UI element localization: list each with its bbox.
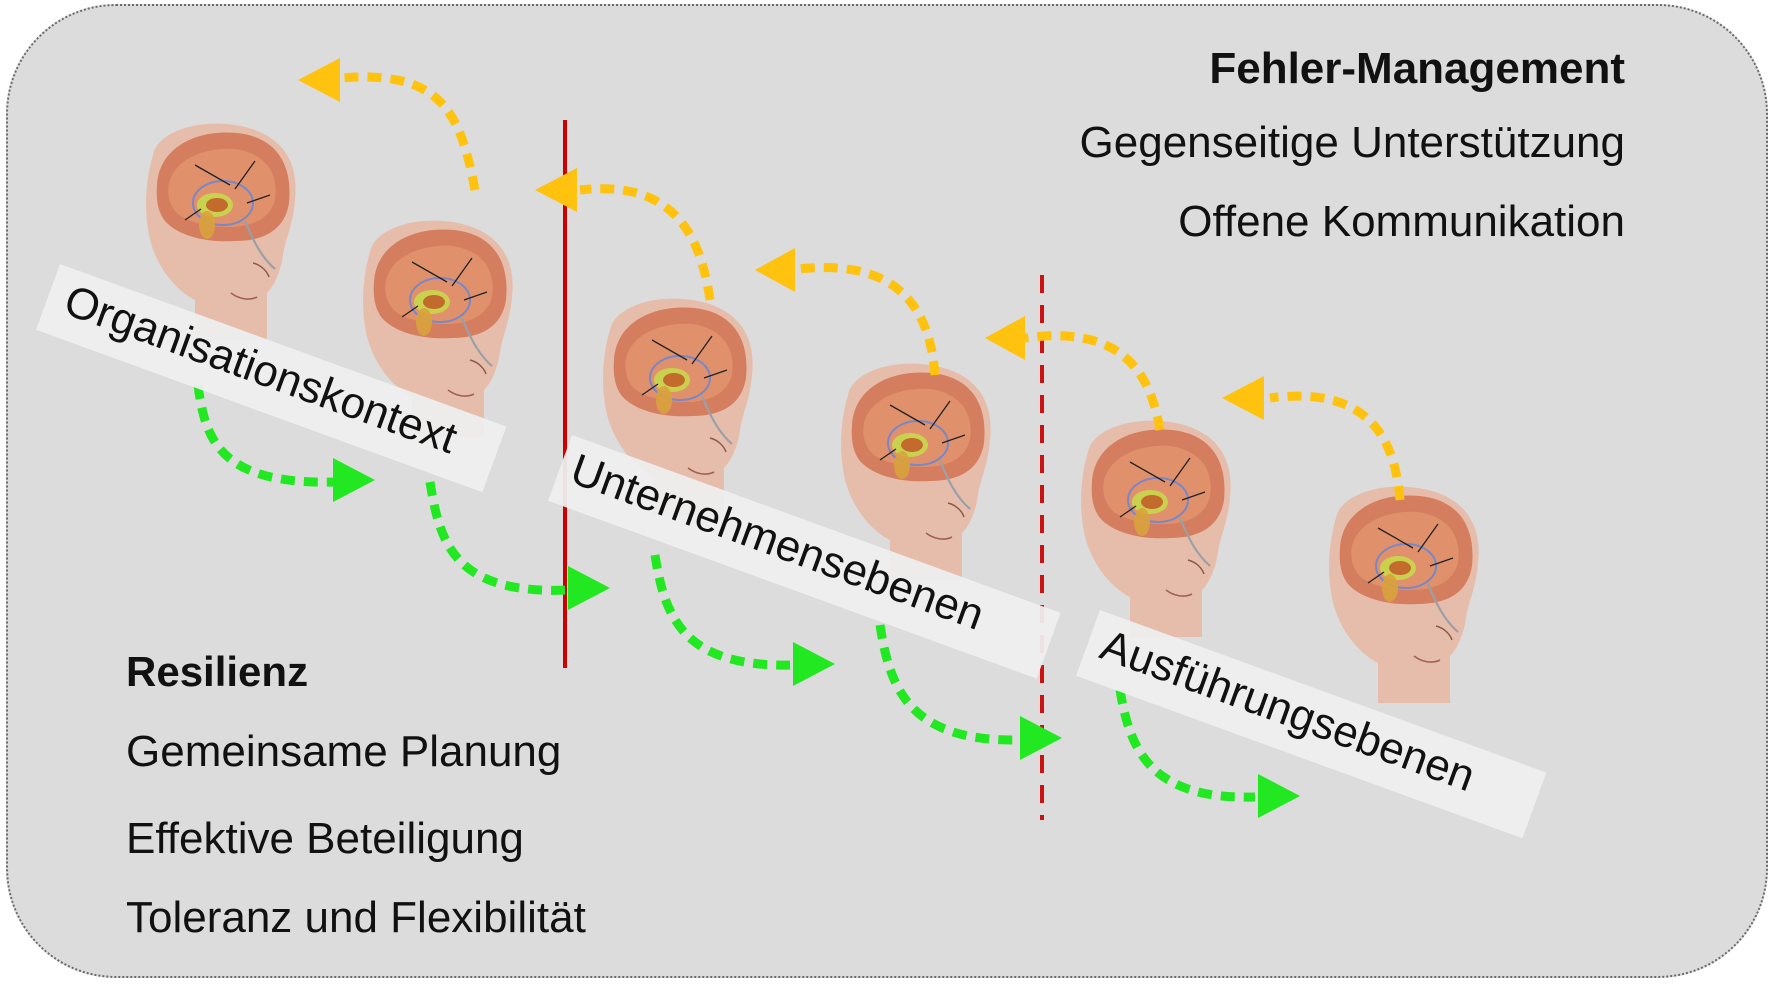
brain-head-icon <box>1081 421 1231 637</box>
upward-arrow <box>580 189 710 300</box>
fehler-management-title: Fehler-Management <box>1209 44 1625 94</box>
upward-arrow <box>1025 336 1160 430</box>
downward-arrowhead <box>1020 716 1062 760</box>
resilienz-item: Effektive Beteiligung <box>126 814 524 864</box>
downward-arrowhead <box>333 458 375 502</box>
upward-arrow <box>790 268 935 375</box>
upward-arrowhead <box>985 316 1025 360</box>
upward-arrowhead <box>755 248 795 292</box>
upward-arrow <box>1270 396 1400 500</box>
resilienz-item: Gemeinsame Planung <box>126 727 561 777</box>
fehler-management-item: Gegenseitige Unterstützung <box>1080 118 1625 168</box>
brain-head-icon <box>1329 487 1479 703</box>
fehler-management-item: Offene Kommunikation <box>1178 197 1625 247</box>
upward-arrowhead <box>298 58 340 102</box>
upward-arrowhead <box>535 168 577 212</box>
upward-arrow <box>340 77 475 190</box>
downward-arrowhead <box>1258 774 1300 818</box>
upward-arrowhead <box>1222 376 1264 420</box>
downward-arrowhead <box>793 642 835 686</box>
downward-arrowhead <box>568 566 610 610</box>
resilienz-title: Resilienz <box>126 648 308 696</box>
resilienz-item: Toleranz und Flexibilität <box>126 893 586 943</box>
